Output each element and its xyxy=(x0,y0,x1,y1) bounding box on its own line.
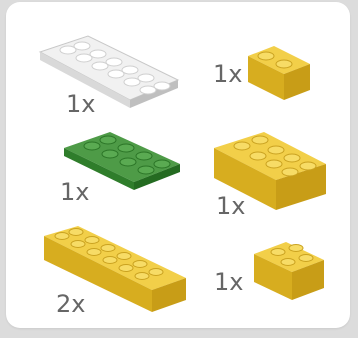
green-plate-quantity: 1x xyxy=(60,180,89,204)
yellow-2x2-quantity: 1x xyxy=(214,270,243,294)
white-plate-quantity: 1x xyxy=(66,92,95,116)
yellow-1x2-quantity: 1x xyxy=(213,62,242,86)
yellow-brick-2x2-brick xyxy=(250,238,328,302)
yellow-2x6-quantity: 2x xyxy=(56,292,85,316)
yellow-brick-1x2-brick xyxy=(244,40,314,102)
white-plate-2x6-brick xyxy=(34,28,184,108)
yellow-2x4-quantity: 1x xyxy=(216,194,245,218)
